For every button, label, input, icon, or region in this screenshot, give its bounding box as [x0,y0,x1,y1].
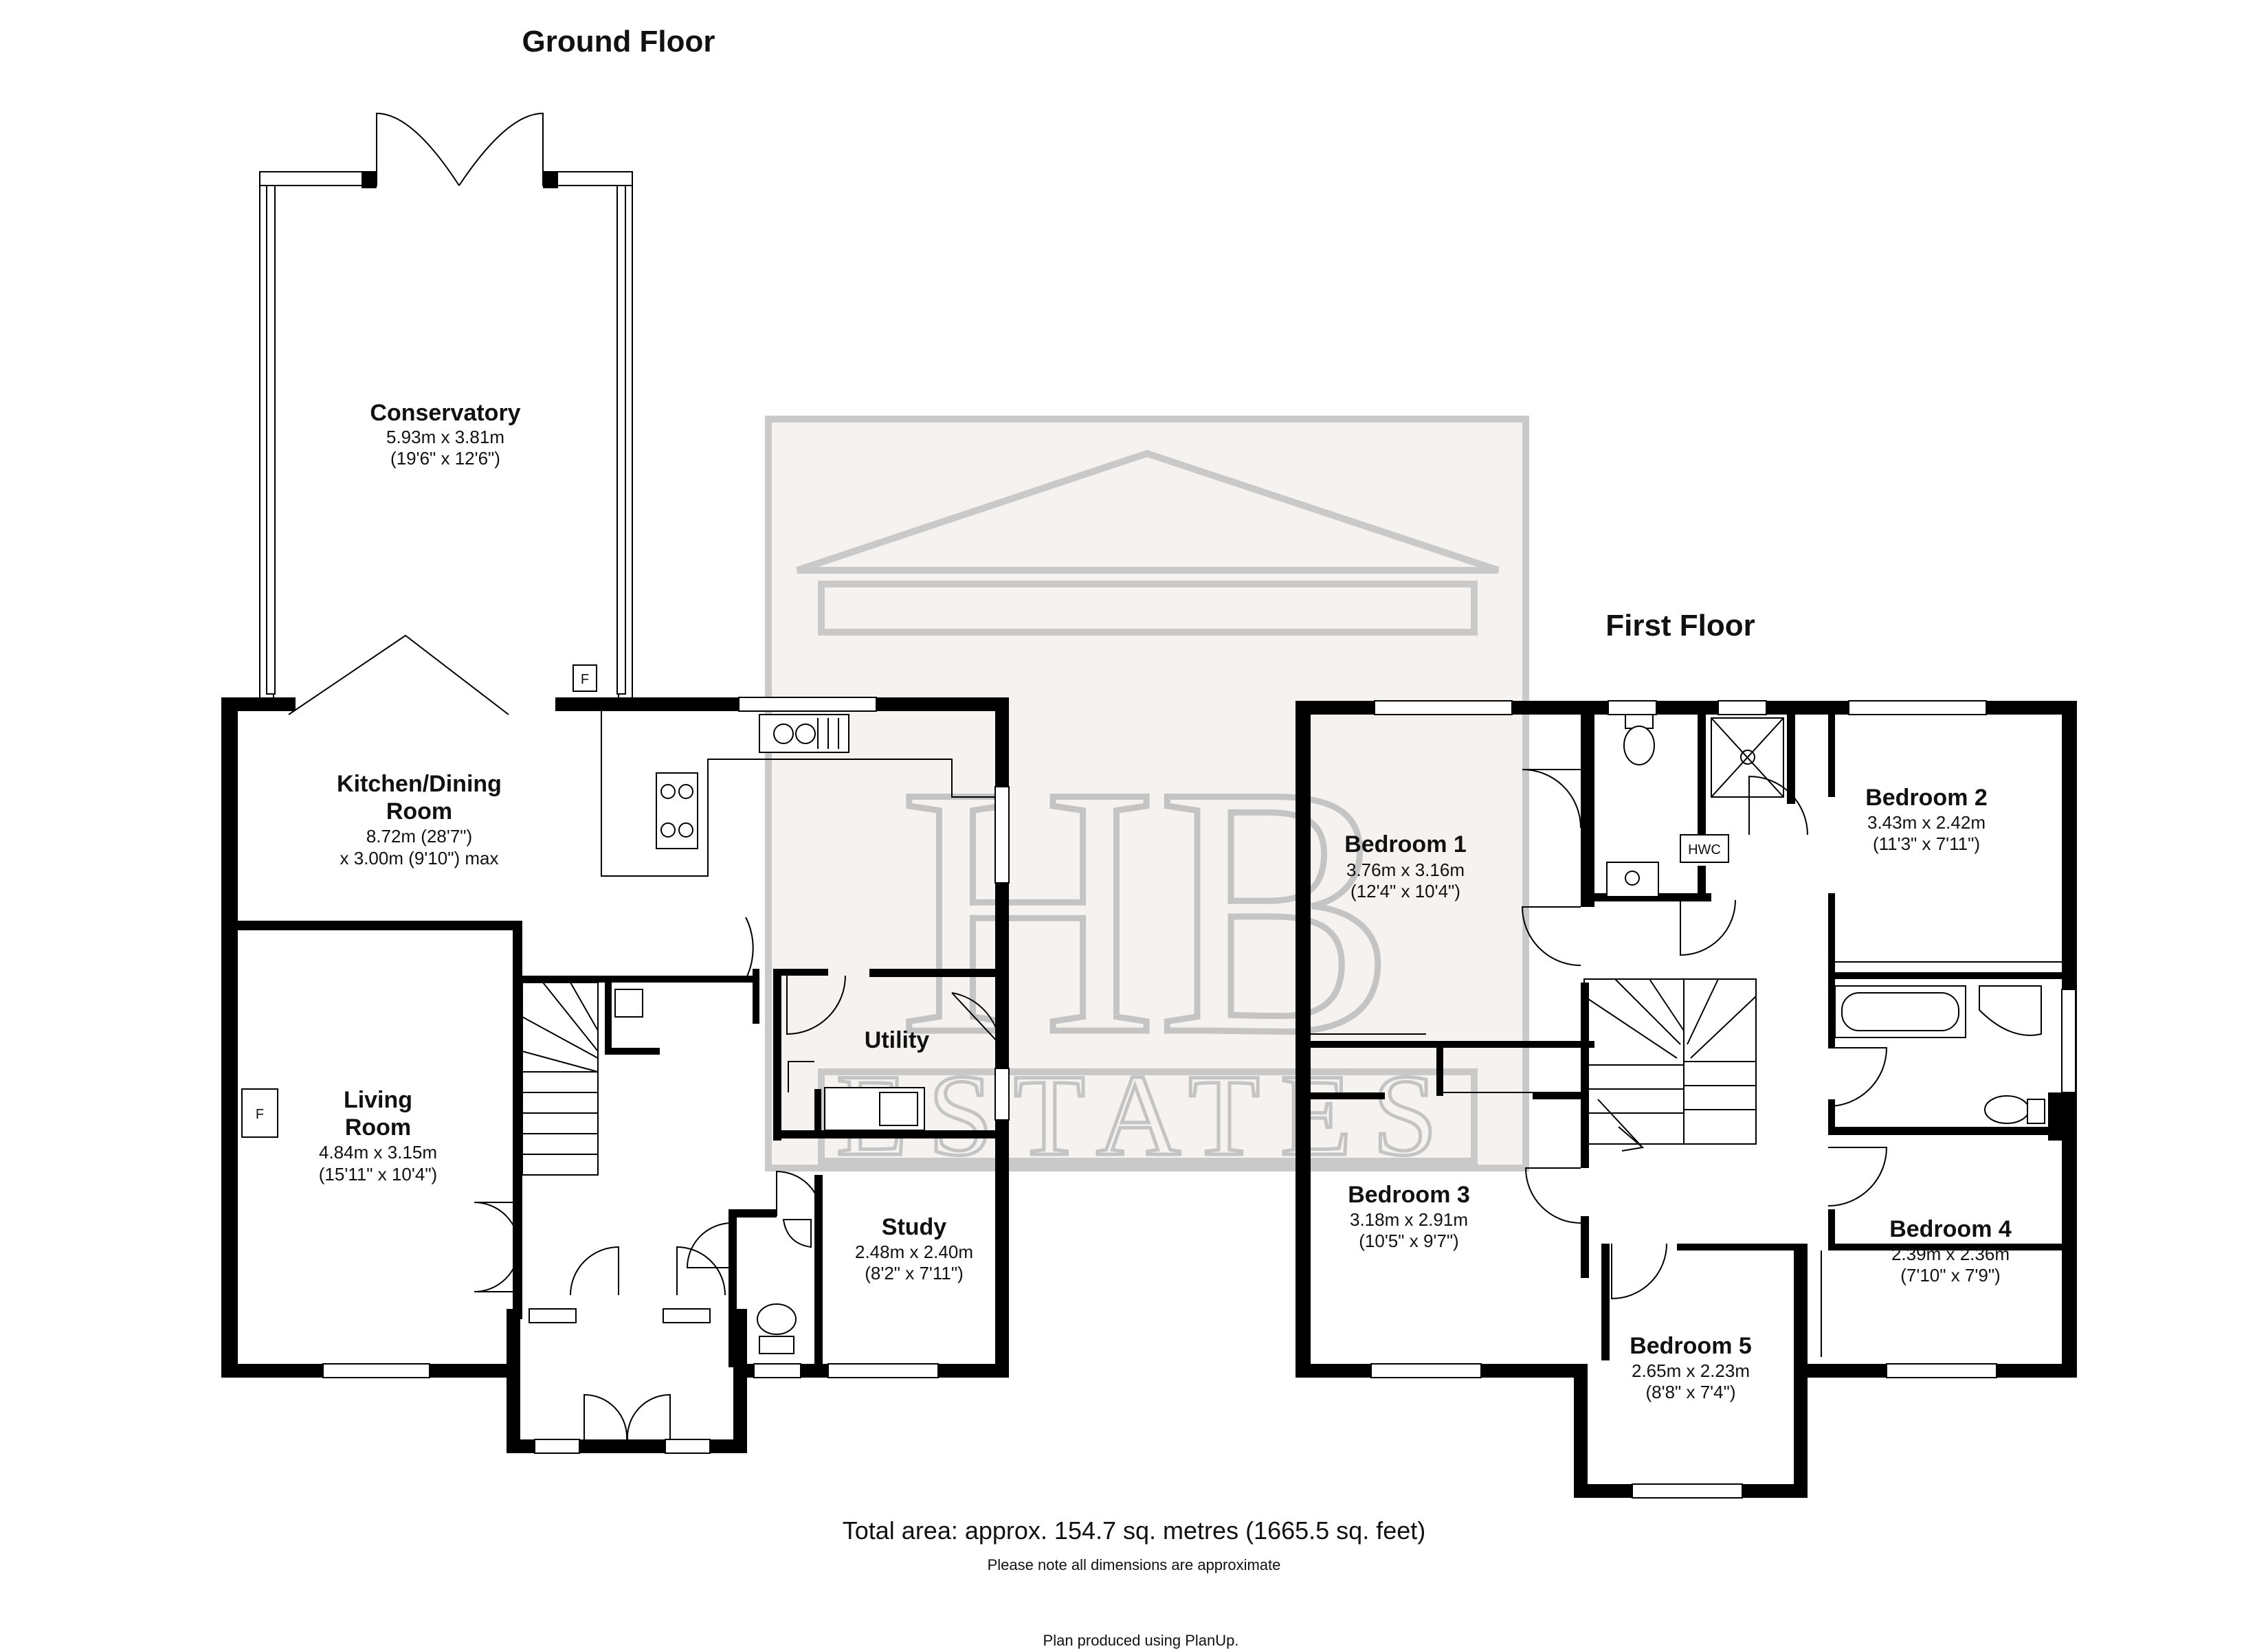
room-name-line2: Room [345,1114,411,1141]
first-floor-stairs [1583,978,1757,1152]
room-dimensions-imperial: (8'8" x 7'4") [1646,1382,1736,1402]
first-floor-title: First Floor [1605,609,1755,642]
room-name: Utility [865,1027,930,1053]
plan-credit: Plan produced using PlanUp. [1043,1632,1239,1649]
ground-floor-wc [757,1219,812,1354]
room-dimensions-imperial: (11'3" x 7'11") [1873,833,1980,854]
room-dimensions-imperial: (10'5" x 9'7") [1359,1231,1458,1251]
first-floor-plan: HWC [1296,700,2077,1499]
dimensions-disclaimer: Please note all dimensions are approxima… [988,1556,1281,1573]
room-dimensions-imperial: (12'4" x 10'4") [1350,881,1460,901]
room-dimensions-imperial: (15'11" x 10'4") [319,1164,437,1185]
room-name: Conservatory [370,400,520,426]
room-dimensions-metric: 5.93m x 3.81m [386,427,504,447]
room-name: Study [882,1214,947,1240]
conservatory-frame: F [259,112,633,715]
room-bedroom-1: Bedroom 1 3.76m x 3.16m (12'4" x 10'4") [1344,831,1467,901]
room-dimensions-metric: 2.39m x 2.36m [1891,1244,2010,1264]
first-floor-doors [1521,769,1888,1300]
ground-floor-doors [474,917,1001,1440]
living-room-fireplace-mark: F [256,1107,264,1122]
room-dimensions-metric: 3.43m x 2.42m [1867,812,1986,833]
room-living: Living Room 4.84m x 3.15m (15'11" x 10'4… [319,1087,437,1185]
room-bedroom-3: Bedroom 3 3.18m x 2.91m (10'5" x 9'7") [1348,1182,1470,1251]
room-name-line2: Room [386,798,452,824]
watermark-monogram: HB [899,713,1395,1108]
hot-water-cylinder-label: HWC [1688,842,1721,857]
room-name: Bedroom 5 [1630,1333,1752,1359]
room-study: Study 2.48m x 2.40m (8'2" x 7'11") [855,1214,973,1283]
room-dimensions-metric: 3.76m x 3.16m [1346,860,1465,880]
conservatory-fireplace-mark: F [581,672,589,687]
room-utility: Utility [865,1027,930,1053]
room-dimensions-imperial: (8'2" x 7'11") [865,1263,964,1283]
ground-floor-title: Ground Floor [522,25,715,58]
room-kitchen-dining: Kitchen/Dining Room 8.72m (28'7") x 3.00… [337,771,502,868]
room-dimensions-line2: x 3.00m (9'10") max [340,848,499,868]
total-area-text: Total area: approx. 154.7 sq. metres (16… [843,1516,1425,1545]
room-bedroom-4: Bedroom 4 2.39m x 2.36m (7'10" x 7'9") [1889,1216,2012,1286]
room-name-line1: Kitchen/Dining [337,771,502,797]
kitchen-fittings [601,711,995,1131]
room-dimensions-metric: 4.84m x 3.15m [319,1142,437,1163]
room-dimensions-imperial: (19'6" x 12'6") [390,448,500,469]
room-name: Bedroom 4 [1889,1216,2012,1242]
room-name: Bedroom 1 [1344,831,1467,857]
ground-floor-windows [322,697,1010,1454]
room-name: Bedroom 3 [1348,1182,1470,1208]
room-conservatory: Conservatory 5.93m x 3.81m (19'6" x 12'6… [370,400,520,469]
ground-floor-plan: F [221,112,1010,1454]
room-dimensions-metric: 3.18m x 2.91m [1350,1209,1468,1230]
room-dimensions-imperial: (7'10" x 7'9") [1900,1265,2000,1286]
room-name-line1: Living [344,1087,412,1113]
estate-agent-watermark: HB ESTATES [765,416,1529,1182]
room-dimensions-metric: 2.65m x 2.23m [1632,1360,1750,1381]
ground-floor-stairs [522,982,643,1176]
room-dimensions-metric: 2.48m x 2.40m [855,1242,973,1262]
room-name: Bedroom 2 [1865,785,1988,811]
first-floor-bathroom-fittings: HWC [1606,714,2045,1124]
room-dimensions-line1: 8.72m (28'7") [366,826,472,846]
watermark-text: ESTATES [836,1051,1458,1180]
room-bedroom-2: Bedroom 2 3.43m x 2.42m (11'3" x 7'11") [1865,785,1988,854]
room-bedroom-5: Bedroom 5 2.65m x 2.23m (8'8" x 7'4") [1630,1333,1752,1402]
